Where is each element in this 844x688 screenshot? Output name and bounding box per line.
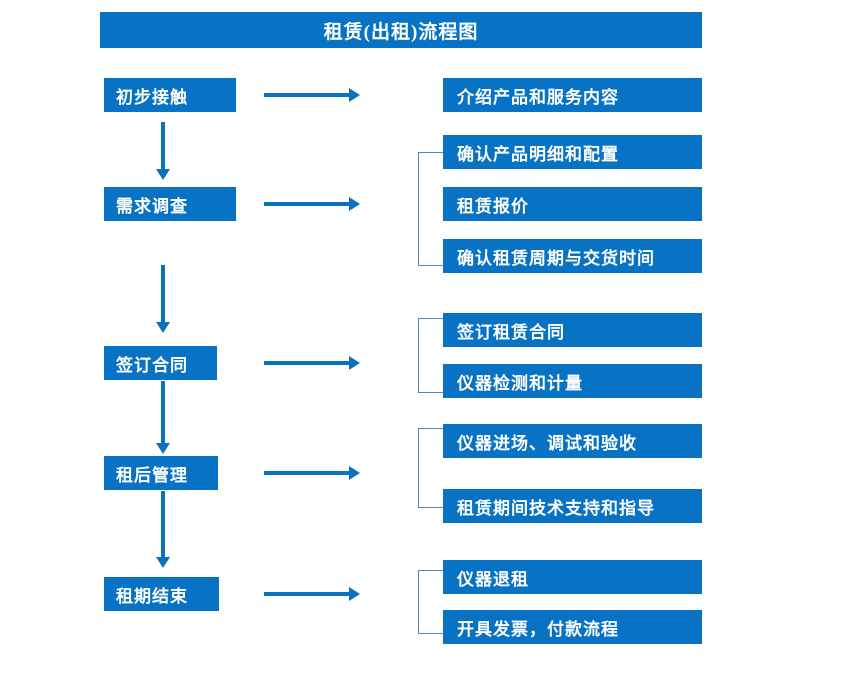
arrow-shaft [161, 491, 165, 557]
arrow-down-2 [156, 265, 170, 333]
arrow-right-4 [264, 466, 360, 480]
arrow-shaft [264, 592, 349, 596]
arrow-right-2 [264, 197, 360, 211]
detail-box-2-2[interactable]: 租赁报价 [443, 187, 702, 221]
arrow-down-1 [156, 122, 170, 180]
group-bracket-4 [418, 428, 443, 508]
arrow-down-4 [156, 491, 170, 568]
group-bracket-3 [418, 318, 443, 393]
arrow-right-1 [264, 88, 360, 102]
arrow-head [349, 356, 360, 370]
arrow-right-5 [264, 587, 360, 601]
arrow-head [156, 322, 170, 333]
arrow-head [156, 169, 170, 180]
arrow-down-3 [156, 381, 170, 454]
arrow-head [156, 557, 170, 568]
arrow-head [349, 88, 360, 102]
arrow-right-3 [264, 356, 360, 370]
detail-box-2-1[interactable]: 确认产品明细和配置 [443, 135, 702, 169]
arrow-shaft [264, 202, 349, 206]
arrow-head [349, 466, 360, 480]
detail-box-3-2[interactable]: 仪器检测和计量 [443, 364, 702, 398]
arrow-shaft [161, 122, 165, 169]
detail-box-1-1[interactable]: 介绍产品和服务内容 [443, 78, 702, 112]
group-bracket-2 [418, 152, 443, 266]
group-bracket-5 [418, 570, 443, 634]
stage-box-4[interactable]: 租后管理 [104, 456, 218, 490]
detail-box-4-2[interactable]: 租赁期间技术支持和指导 [443, 489, 702, 523]
detail-box-2-3[interactable]: 确认租赁周期与交货时间 [443, 239, 702, 273]
detail-box-3-1[interactable]: 签订租赁合同 [443, 313, 702, 347]
arrow-shaft [264, 471, 349, 475]
arrow-shaft [161, 265, 165, 322]
arrow-shaft [264, 361, 349, 365]
stage-box-1[interactable]: 初步接触 [104, 78, 236, 112]
detail-box-5-1[interactable]: 仪器退租 [443, 560, 702, 594]
detail-box-4-1[interactable]: 仪器进场、调试和验收 [443, 424, 702, 458]
arrow-shaft [161, 381, 165, 443]
arrow-head [349, 197, 360, 211]
detail-box-5-2[interactable]: 开具发票，付款流程 [443, 610, 702, 644]
arrow-head [349, 587, 360, 601]
stage-box-5[interactable]: 租期结束 [104, 577, 219, 611]
arrow-head [156, 443, 170, 454]
diagram-title: 租赁(出租)流程图 [100, 12, 702, 48]
arrow-shaft [264, 93, 349, 97]
stage-box-2[interactable]: 需求调查 [104, 187, 236, 221]
stage-box-3[interactable]: 签订合同 [104, 346, 217, 380]
